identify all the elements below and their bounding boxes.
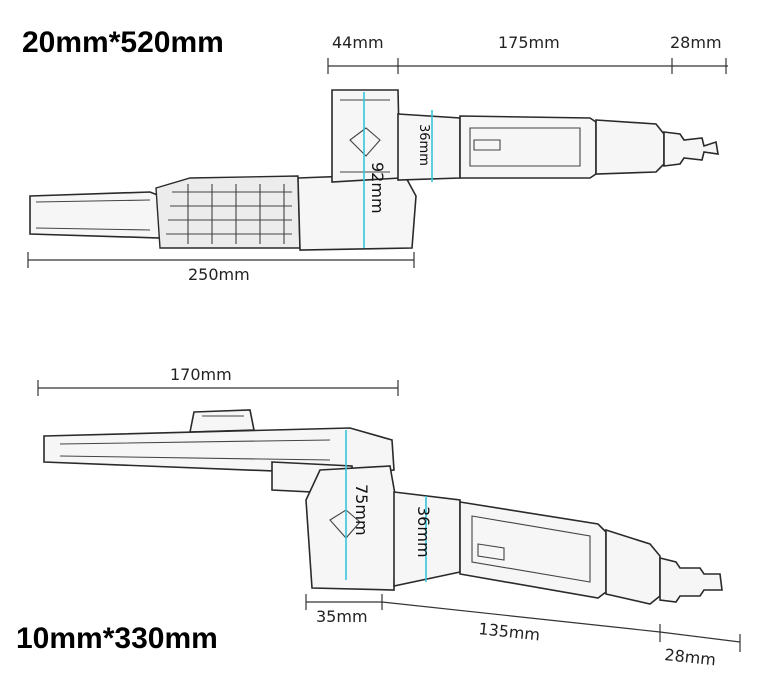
bottom-tool-illustration [43, 409, 723, 605]
bottom-head-width-label: 35mm [316, 607, 368, 626]
top-connector-length-label: 28mm [670, 33, 722, 52]
bottom-arm-length-label: 170mm [170, 365, 232, 384]
top-tool-title: 20mm*520mm [22, 26, 224, 59]
top-dimension-line [327, 58, 728, 74]
bottom-body-length-label: 135mm [478, 619, 541, 644]
bottom-connector-dimension [659, 631, 741, 652]
top-neck-diameter-label: 36mm [416, 124, 431, 166]
bottom-connector-length-label: 28mm [664, 645, 717, 669]
top-tool-group: 20mm*520mm 44mm 175mm 28mm [22, 26, 728, 284]
bottom-arm-dimension-line [37, 380, 399, 396]
bottom-head-height-label: 75mm [352, 484, 371, 536]
top-arm-dimension-line [27, 252, 415, 268]
bottom-body-length-dimension [381, 601, 661, 642]
bottom-tool-group: 170mm 75mm 3 [16, 365, 741, 669]
bottom-neck-diameter-label: 36mm [414, 506, 433, 558]
top-tool-illustration [29, 89, 719, 251]
bottom-tool-title: 10mm*330mm [16, 622, 218, 655]
top-body-length-label: 175mm [498, 33, 560, 52]
top-head-height-label: 92mm [368, 162, 387, 214]
top-arm-length-label: 250mm [188, 265, 250, 284]
top-head-width-label: 44mm [332, 33, 384, 52]
